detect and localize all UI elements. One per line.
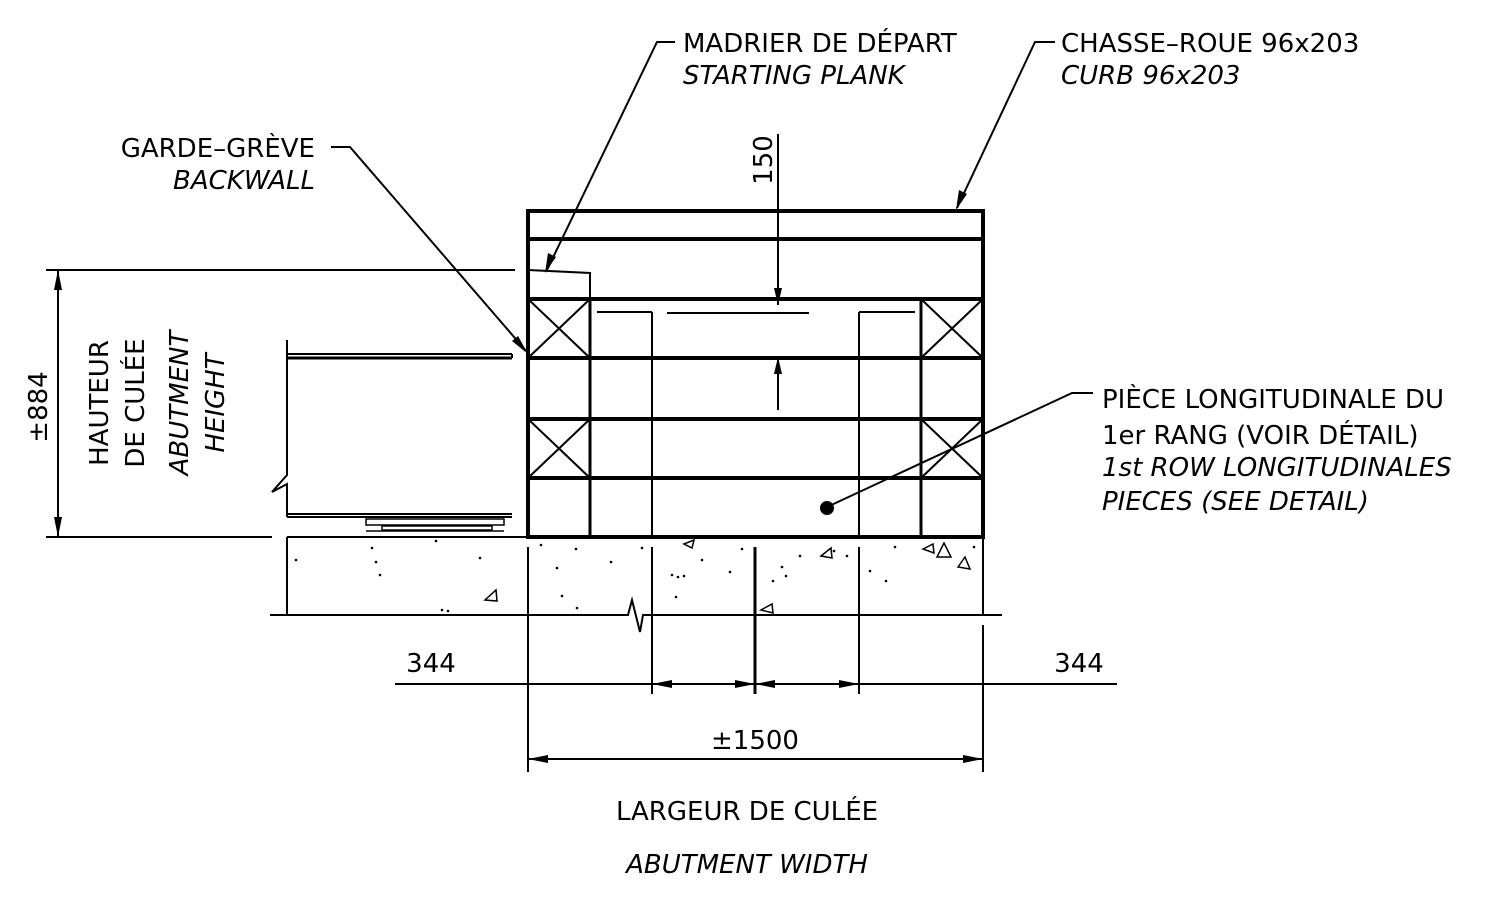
starting-plank-label-en: STARTING PLANK <box>683 61 907 91</box>
dimension-150: 150 <box>749 134 782 410</box>
dimension-150-label: 150 <box>749 135 779 185</box>
height-dimension-label: ±884 <box>24 371 54 442</box>
left-spacing-label: 344 <box>406 649 456 679</box>
bearing-plate <box>365 518 505 526</box>
width-dimension-label: ±1500 <box>711 726 799 756</box>
dimension-width: ±1500 LARGEUR DE CULÉE ABUTMENT WIDTH <box>528 726 983 880</box>
end-block-bottom-left <box>527 418 591 479</box>
ground-bottom-break-line <box>270 596 1002 633</box>
soil-aggregate-marks <box>483 538 972 614</box>
height-label-en-1: ABUTMENT <box>165 329 195 478</box>
dimension-height: ±884 HAUTEUR DE CULÉE ABUTMENT HEIGHT <box>24 269 515 538</box>
leader-starting-plank: MADRIER DE DÉPART STARTING PLANK <box>545 27 957 273</box>
abutment-outline <box>526 209 985 539</box>
soil-stipple <box>294 539 976 613</box>
leader-longitudinal: PIÈCE LONGITUDINALE DU 1er RANG (VOIR DÉ… <box>820 383 1452 517</box>
backwall-label-fr: GARDE–GRÈVE <box>121 132 315 164</box>
ground <box>270 536 1002 633</box>
starting-plank-label-fr: MADRIER DE DÉPART <box>683 27 957 59</box>
longitudinal-label-en-1: 1st ROW LONGITUDINALES <box>1102 453 1452 483</box>
leader-dot <box>820 501 834 515</box>
longitudinal-label-fr-2: 1er RANG (VOIR DÉTAIL) <box>1102 419 1418 451</box>
starting-plank-profile <box>527 269 591 299</box>
longitudinal-label-fr-1: PIÈCE LONGITUDINALE DU <box>1102 383 1444 415</box>
bridge-deck <box>271 340 513 532</box>
width-label-en: ABUTMENT WIDTH <box>624 850 868 880</box>
leader-curb: CHASSE–ROUE 96x203 CURB 96x203 <box>956 29 1359 210</box>
longitudinal-label-en-2: PIECES (SEE DETAIL) <box>1102 487 1369 517</box>
width-label-fr: LARGEUR DE CULÉE <box>616 795 878 827</box>
backwall-label-en: BACKWALL <box>173 166 315 196</box>
height-label-en-2: HEIGHT <box>201 351 231 452</box>
end-block-top-left <box>527 298 591 359</box>
right-spacing-label: 344 <box>1054 649 1104 679</box>
curb-label-en: CURB 96x203 <box>1061 61 1240 91</box>
end-block-top-right <box>920 298 984 359</box>
bearing-pad <box>381 525 493 531</box>
height-label-fr-1: HAUTEUR <box>85 340 115 466</box>
abutment-crib <box>526 209 985 539</box>
height-label-fr-2: DE CULÉE <box>119 338 151 467</box>
curb-label-fr: CHASSE–ROUE 96x203 <box>1061 29 1359 59</box>
dimension-spacing: 344 344 <box>395 547 1117 772</box>
deck-break-line <box>271 340 288 517</box>
leader-backwall: GARDE–GRÈVE BACKWALL <box>121 132 528 354</box>
